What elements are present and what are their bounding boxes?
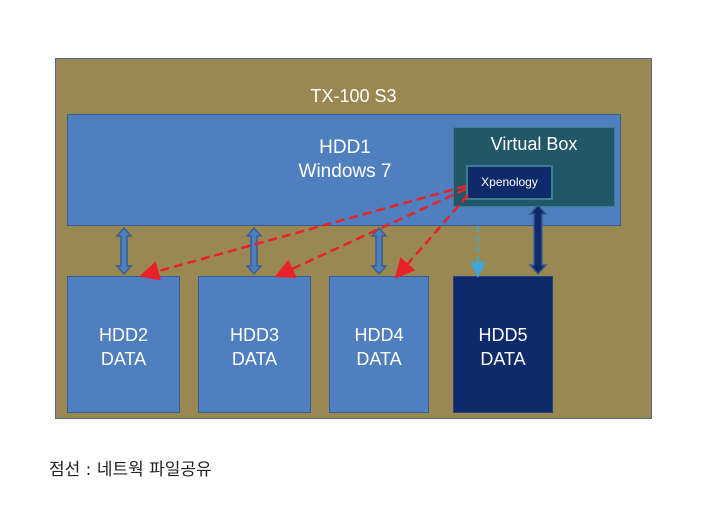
- hdd1-name: HDD1: [319, 137, 371, 158]
- disk-role: DATA: [480, 349, 526, 369]
- chassis-title: TX-100 S3: [310, 86, 397, 106]
- network-share-arrow-hdd4: [394, 194, 469, 279]
- hdd1-label: HDD1 Windows 7: [245, 136, 445, 184]
- disk-hdd2: HDD2 DATA: [67, 276, 180, 413]
- network-share-arrow-hdd3: [274, 187, 467, 278]
- virtual-box-label: Virtual Box: [490, 134, 578, 154]
- disk-hdd5: HDD5 DATA: [453, 276, 553, 413]
- network-share-arrow-hdd2: [139, 184, 467, 281]
- disk-role: DATA: [231, 349, 278, 369]
- disk-hdd4: HDD4 DATA: [329, 276, 429, 413]
- disk-hdd3: HDD3 DATA: [198, 276, 311, 413]
- link-hdd1-hdd2-arrow: [115, 226, 133, 276]
- disk-role: DATA: [356, 349, 402, 369]
- xpenology-vm-box: Xpenology: [466, 165, 553, 200]
- disk-name: HDD3: [229, 325, 279, 345]
- disk-name: HDD4: [354, 325, 404, 345]
- link-hdd1-hdd4-arrow: [370, 226, 388, 276]
- disk-name: HDD5: [478, 325, 528, 345]
- hdd1-os: Windows 7: [298, 161, 392, 182]
- disk-name: HDD2: [98, 325, 148, 345]
- disk-role: DATA: [100, 349, 147, 369]
- link-vbox-hdd5-arrow: [528, 203, 548, 276]
- link-hdd1-hdd3-arrow: [245, 226, 263, 276]
- legend-caption: 점선 : 네트웍 파일공유: [49, 460, 212, 480]
